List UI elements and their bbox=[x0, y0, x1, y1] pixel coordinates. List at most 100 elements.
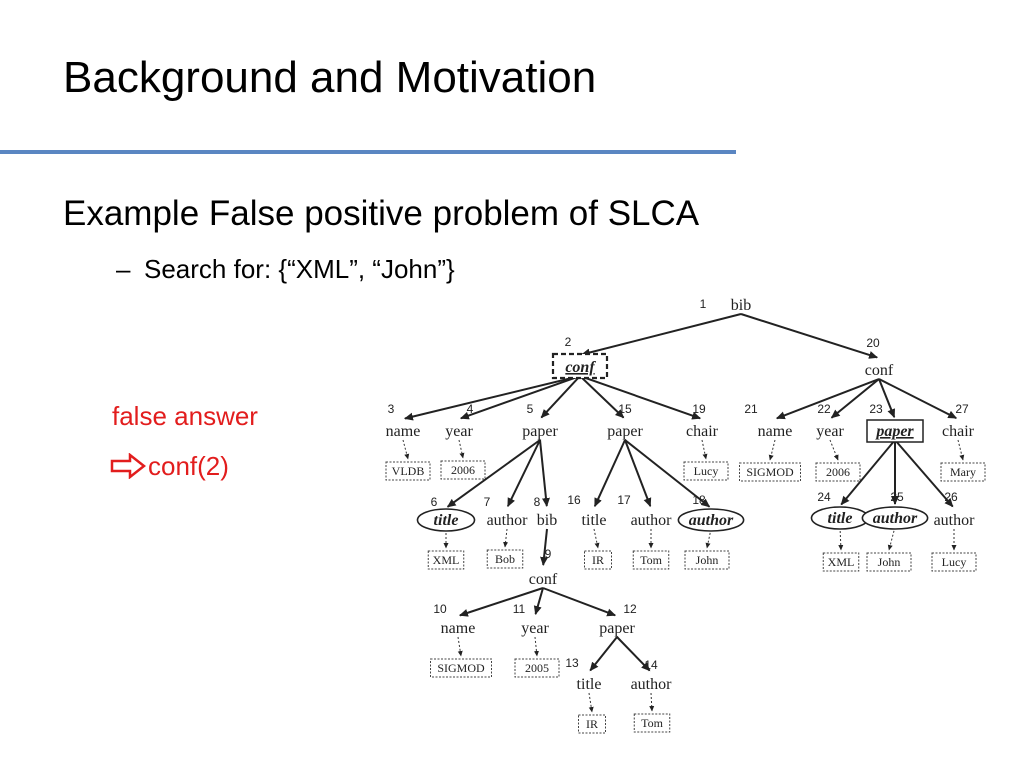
node-number: 11 bbox=[513, 602, 526, 616]
node-label: paper bbox=[874, 423, 914, 440]
leaf-label: Mary bbox=[950, 465, 976, 479]
leaf-edge bbox=[705, 528, 712, 549]
leaf-lucy: Lucy bbox=[931, 552, 977, 572]
node-label: year bbox=[521, 620, 549, 637]
tree-edge-12-14 bbox=[616, 636, 651, 672]
leaf-john: John bbox=[866, 552, 912, 572]
leaf-edge bbox=[957, 439, 965, 461]
node-number: 1 bbox=[700, 297, 707, 311]
tree-node-22: year 22 bbox=[816, 402, 844, 440]
node-box bbox=[866, 419, 924, 443]
node-label: author bbox=[631, 676, 673, 693]
node-label: paper bbox=[522, 423, 558, 440]
node-number: 26 bbox=[944, 490, 958, 504]
node-number: 27 bbox=[955, 402, 969, 416]
leaf-box bbox=[430, 658, 492, 678]
node-number: 13 bbox=[565, 656, 579, 670]
leaf-xml: XML bbox=[427, 550, 465, 570]
leaf-edge bbox=[402, 439, 410, 460]
leaf-label: SIGMOD bbox=[437, 661, 485, 675]
tree-edge-2-3 bbox=[403, 375, 581, 421]
leaf-edge bbox=[593, 528, 600, 549]
leaf-edge bbox=[829, 439, 839, 461]
leaf-label: XML bbox=[828, 555, 855, 569]
bullet-sub: –Search for: {“XML”, “John”} bbox=[116, 253, 455, 285]
tree-node-11: year 11 bbox=[513, 602, 550, 637]
node-number: 20 bbox=[866, 336, 880, 350]
node-number: 16 bbox=[567, 493, 581, 507]
leaf-tom: Tom bbox=[632, 550, 670, 570]
node-label: conf bbox=[865, 362, 894, 379]
leaf-mary: Mary bbox=[940, 462, 986, 482]
leaf-box bbox=[683, 461, 729, 481]
node-dashed-box bbox=[551, 352, 609, 380]
leaf-edge bbox=[768, 439, 776, 461]
leaf-box bbox=[866, 552, 912, 572]
node-number: 25 bbox=[890, 490, 904, 504]
leaf-box bbox=[684, 550, 730, 570]
tree-edge-20-21 bbox=[775, 378, 880, 420]
leaf-edge bbox=[701, 439, 708, 460]
node-number: 5 bbox=[527, 402, 534, 416]
leaf-box bbox=[514, 658, 560, 678]
node-number: 23 bbox=[869, 402, 883, 416]
leaf-sigmod: SIGMOD bbox=[430, 658, 492, 678]
leaf-2006: 2006 bbox=[815, 462, 861, 482]
node-ellipse bbox=[861, 506, 929, 530]
node-label: paper bbox=[599, 620, 635, 637]
node-number: 21 bbox=[744, 402, 758, 416]
leaf-label: Lucy bbox=[942, 555, 967, 569]
node-label: author bbox=[934, 512, 976, 529]
tree-edge-12-13 bbox=[589, 636, 618, 672]
node-label: author bbox=[873, 510, 918, 527]
leaf-box bbox=[739, 462, 801, 482]
leaf-box bbox=[385, 461, 431, 481]
node-label: bib bbox=[731, 297, 751, 314]
node-number: 8 bbox=[534, 495, 541, 509]
tree-edge-5-7 bbox=[506, 439, 541, 508]
tree-edge-2-5 bbox=[540, 375, 581, 419]
leaf-label: Tom bbox=[641, 716, 663, 730]
leaf-xml: XML bbox=[822, 552, 860, 572]
leaf-lucy: Lucy bbox=[683, 461, 729, 481]
tree-edge-9-11 bbox=[533, 587, 544, 616]
node-number: 3 bbox=[388, 402, 395, 416]
conf-answer-text: conf(2) bbox=[148, 451, 229, 481]
tree-edge-2-19 bbox=[579, 375, 702, 420]
tree-edge-23-24 bbox=[840, 439, 896, 506]
node-number: 10 bbox=[433, 602, 447, 616]
leaf-edge bbox=[457, 636, 463, 657]
tree-edge-15-16 bbox=[593, 439, 626, 508]
tree-node-1: bib 1 bbox=[700, 297, 752, 314]
node-number: 6 bbox=[431, 495, 438, 509]
node-label: name bbox=[441, 620, 476, 637]
node-number: 17 bbox=[617, 493, 631, 507]
node-ellipse bbox=[416, 508, 476, 532]
leaf-john: John bbox=[684, 550, 730, 570]
leaf-2006: 2006 bbox=[440, 460, 486, 480]
leaf-edge bbox=[838, 526, 844, 551]
leaf-box bbox=[440, 460, 486, 480]
node-number: 2 bbox=[565, 335, 572, 349]
leaf-edge bbox=[588, 692, 594, 713]
slide-title: Background and Motivation bbox=[63, 53, 597, 102]
tree-edge-1-20 bbox=[740, 313, 879, 359]
leaf-tom: Tom bbox=[633, 713, 671, 733]
node-number: 22 bbox=[817, 402, 831, 416]
leaf-box bbox=[632, 550, 670, 570]
node-number: 7 bbox=[484, 495, 491, 509]
tree-edge-20-23 bbox=[878, 378, 896, 419]
tree-node-25: author 25 bbox=[861, 490, 929, 530]
leaf-label: XML bbox=[433, 553, 460, 567]
node-label: year bbox=[816, 423, 844, 440]
leaf-label: Tom bbox=[640, 553, 662, 567]
